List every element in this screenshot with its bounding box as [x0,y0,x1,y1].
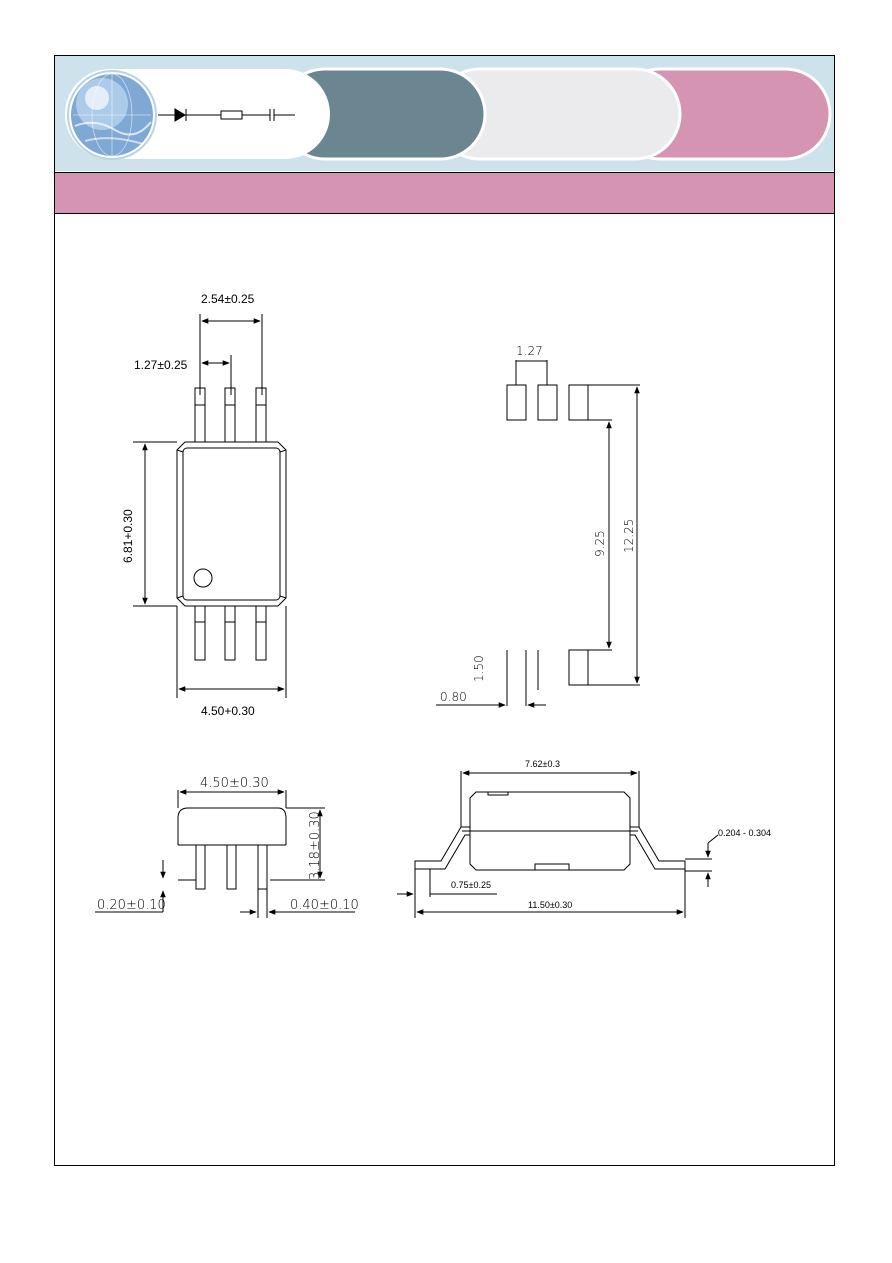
capacitor-icon [269,109,295,121]
side-notch-bottom [534,863,570,871]
end-lead [226,844,237,890]
pad-pitch-label: 1.27 [516,344,543,358]
top-body-inner [182,447,281,601]
footprint-pad [506,384,527,421]
top-view-drawing [133,314,287,698]
resistor-icon [220,110,270,120]
pad-height-label: 1.50 [472,655,486,682]
top-lead [194,387,206,443]
lead-foot-label: 0.75±0.25 [451,880,491,890]
top-lead [255,387,267,443]
globe-logo-icon [67,70,157,160]
outer-span-label: 12.25 [622,519,636,553]
body-length-label: 7.62±0.3 [525,759,560,769]
top-lead [224,387,236,443]
side-notch-top [487,791,509,796]
pitch-label: 2.54±0.25 [201,292,255,306]
page-frame [54,55,835,1166]
pin1-marker [193,568,213,588]
half-pitch-label: 1.27±0.25 [134,358,188,372]
title-band [55,172,834,214]
lead-thickness-label: 0.204 - 0.304 [718,828,771,838]
inner-span-label: 9.25 [593,530,607,557]
bottom-lead [224,605,236,661]
lead-width-label: 0.40±0.10 [290,898,359,913]
standoff-label: 0.20±0.10 [97,898,166,913]
header-banner [55,56,834,171]
left-gull-wing-lead [414,826,470,870]
footprint-drawing [436,360,640,708]
end-view-drawing [95,789,355,918]
overall-length-label: 11.50±0.30 [528,900,572,910]
body-width-label: 4.50+0.30 [201,704,255,718]
bottom-lead [194,605,206,661]
pad-width-label: 0.80 [440,690,467,704]
end-lead [195,844,206,890]
right-gull-wing-lead [630,826,686,870]
side-view-drawing [397,770,719,918]
footprint-pad [537,384,558,421]
end-body [177,807,287,845]
bottom-lead [255,605,267,661]
diode-icon [158,108,221,122]
end-width-label: 4.50±0.30 [200,776,269,791]
top-body [176,441,287,607]
end-height-label: 3.18±0.30 [308,811,323,880]
header-graphic [65,67,832,161]
end-lead [257,844,268,890]
footprint-pad [568,384,589,421]
body-height-label: 6.81+0.30 [121,509,135,563]
footprint-pad [568,649,589,686]
